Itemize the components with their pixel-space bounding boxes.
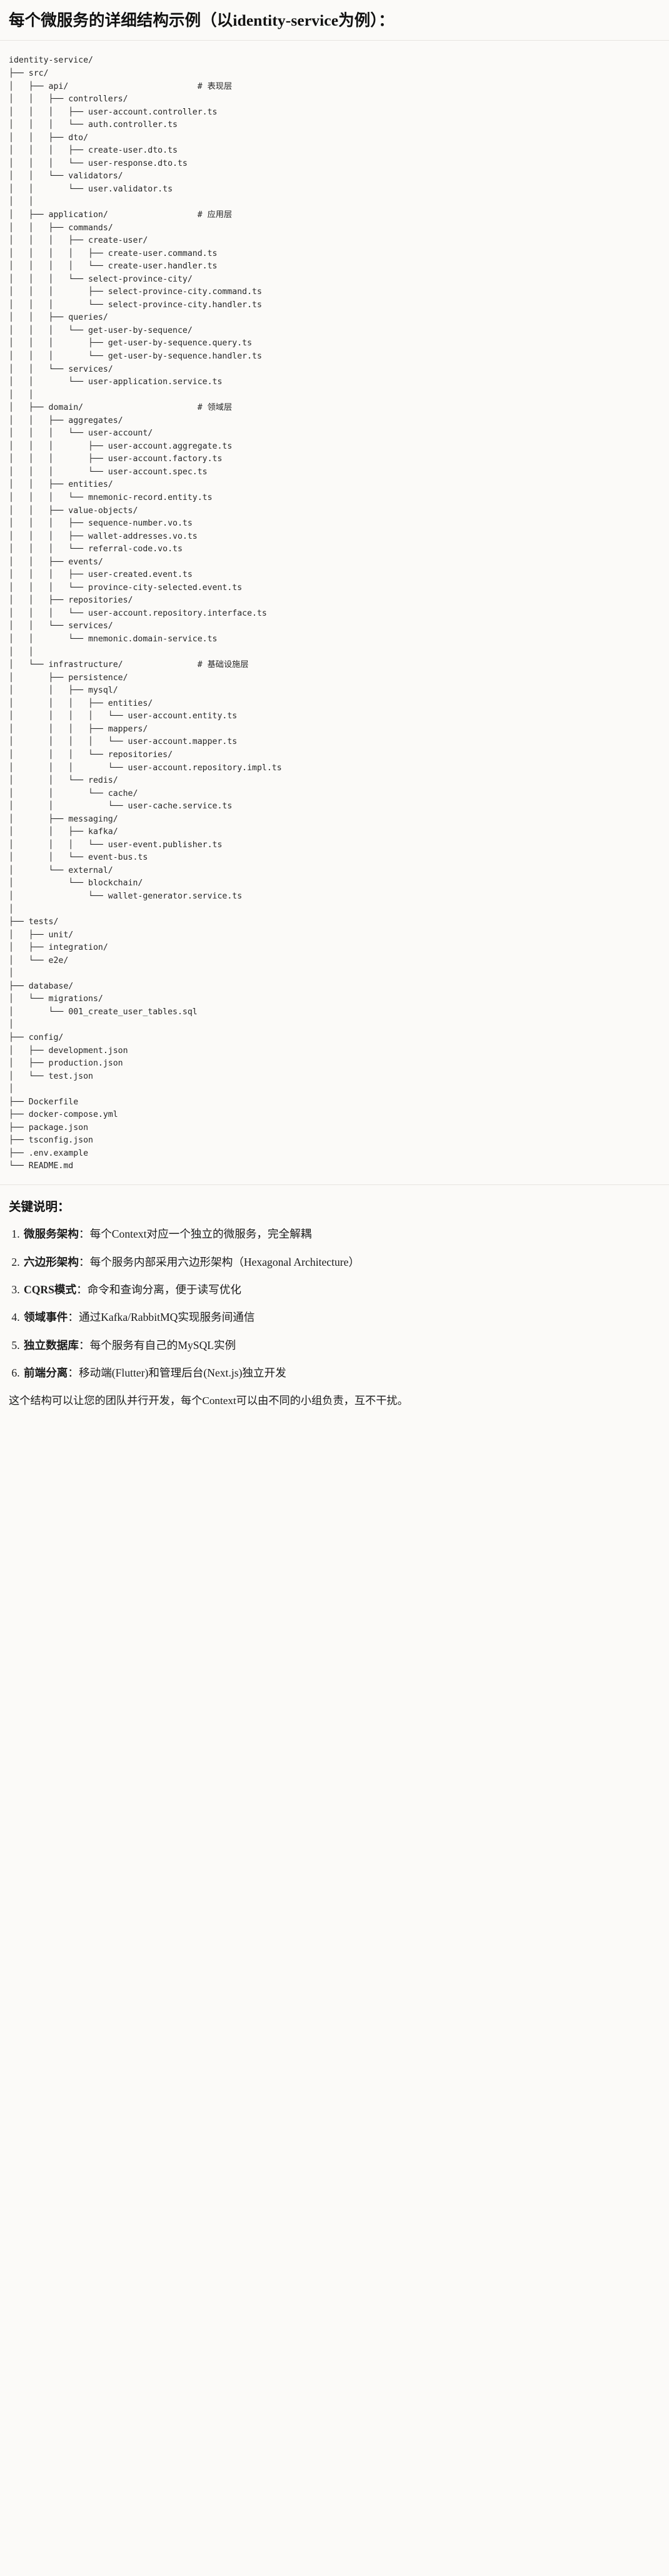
closing-paragraph: 这个结构可以让您的团队并行开发，每个Context可以由不同的小组负责，互不干扰… <box>9 1394 408 1407</box>
note-term: 微服务架构 <box>24 1228 79 1241</box>
directory-tree-block: identity-service/ ├── src/ │ ├── api/ # … <box>0 41 669 1184</box>
list-item: 领域事件：通过Kafka/RabbitMQ实现服务间通信 <box>23 1309 660 1325</box>
note-separator: ： <box>68 1311 79 1324</box>
note-separator: ： <box>78 1228 90 1241</box>
note-term: 独立数据库 <box>24 1338 79 1352</box>
divider-top <box>0 40 669 41</box>
note-term: 前端分离 <box>24 1367 68 1380</box>
list-item: CQRS模式：命令和查询分离，便于读写优化 <box>23 1281 660 1298</box>
key-notes-block: 关键说明： 微服务架构：每个Context对应一个独立的微服务，完全解耦 六边形… <box>0 1185 669 1420</box>
list-item: 前端分离：移动端(Flutter)和管理后台(Next.js)独立开发 <box>23 1365 660 1381</box>
note-separator: ： <box>76 1283 88 1296</box>
note-desc: 每个服务内部采用六边形架构（Hexagonal Architecture） <box>89 1255 360 1268</box>
note-term: 六边形架构 <box>24 1255 79 1268</box>
page-title: 每个微服务的详细结构示例（以identity-service为例）： <box>9 11 395 29</box>
note-term: 领域事件 <box>24 1311 68 1324</box>
key-notes-list: 微服务架构：每个Context对应一个独立的微服务，完全解耦 六边形架构：每个服… <box>9 1226 660 1381</box>
note-desc: 每个Context对应一个独立的微服务，完全解耦 <box>89 1228 312 1241</box>
directory-tree: identity-service/ ├── src/ │ ├── api/ # … <box>9 56 282 1171</box>
list-item: 微服务架构：每个Context对应一个独立的微服务，完全解耦 <box>23 1226 660 1242</box>
note-separator: ： <box>68 1367 79 1380</box>
divider-bottom <box>0 1184 669 1185</box>
note-desc: 每个服务有自己的MySQL实例 <box>89 1338 236 1352</box>
note-desc: 移动端(Flutter)和管理后台(Next.js)独立开发 <box>79 1367 286 1380</box>
key-notes-title: 关键说明： <box>9 1201 70 1214</box>
list-item: 独立数据库：每个服务有自己的MySQL实例 <box>23 1337 660 1353</box>
note-desc: 命令和查询分离，便于读写优化 <box>87 1283 242 1296</box>
note-desc: 通过Kafka/RabbitMQ实现服务间通信 <box>79 1311 255 1324</box>
page-root: 每个微服务的详细结构示例（以identity-service为例）： ident… <box>0 0 669 1419</box>
note-separator: ： <box>78 1338 90 1352</box>
list-item: 六边形架构：每个服务内部采用六边形架构（Hexagonal Architectu… <box>23 1254 660 1270</box>
note-term: CQRS模式 <box>24 1283 77 1296</box>
note-separator: ： <box>78 1255 90 1268</box>
heading-block: 每个微服务的详细结构示例（以identity-service为例）： <box>0 0 669 41</box>
